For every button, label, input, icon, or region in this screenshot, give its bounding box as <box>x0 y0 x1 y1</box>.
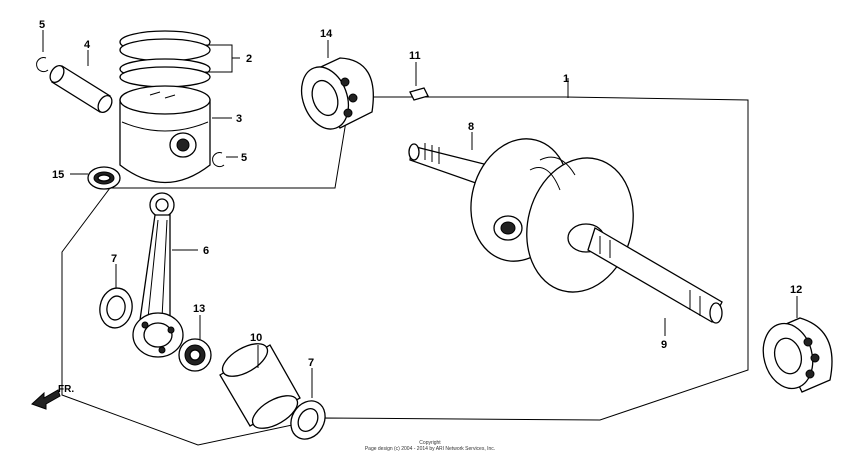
copyright-notice: Page design (c) 2004 - 2014 by ARI Netwo… <box>364 446 496 452</box>
callout-5-right: 5 <box>241 152 247 164</box>
needle-bearing-small <box>87 166 121 190</box>
callout-8: 8 <box>468 121 474 133</box>
front-direction-arrow-icon <box>31 389 61 410</box>
thrust-washer-right <box>290 400 326 440</box>
piston-rings <box>119 30 211 88</box>
callout-13: 13 <box>193 303 205 315</box>
copyright-title: Copyright <box>419 440 441 446</box>
callout-2: 2 <box>246 53 252 65</box>
assembly-outline <box>61 96 749 446</box>
piston <box>119 85 211 184</box>
callout-11: 11 <box>409 50 421 62</box>
callout-12: 12 <box>790 284 802 296</box>
crankshaft <box>408 138 723 324</box>
piston-pin-clip-right <box>212 152 225 168</box>
callout-3: 3 <box>236 113 242 125</box>
thrust-washer-left <box>99 287 133 329</box>
callout-4: 4 <box>84 39 91 51</box>
callout-10: 10 <box>250 332 262 344</box>
front-direction-label: FR. <box>58 384 74 395</box>
callout-14: 14 <box>320 28 333 40</box>
woodruff-key <box>409 87 429 101</box>
callout-7-bottom: 7 <box>308 357 314 369</box>
needle-bearing-large <box>178 338 212 372</box>
callout-9: 9 <box>661 339 667 351</box>
main-bearing-upper <box>300 57 374 130</box>
callout-1: 1 <box>563 73 569 85</box>
piston-pin <box>49 64 113 114</box>
callout-6: 6 <box>203 245 209 257</box>
callout-5-top: 5 <box>39 19 45 31</box>
callout-7-left: 7 <box>111 253 117 265</box>
crank-pin <box>219 343 301 429</box>
piston-pin-clip-left <box>36 57 49 73</box>
main-bearing-lower <box>762 317 833 393</box>
callout-15: 15 <box>52 169 64 181</box>
connecting-rod <box>132 192 184 358</box>
